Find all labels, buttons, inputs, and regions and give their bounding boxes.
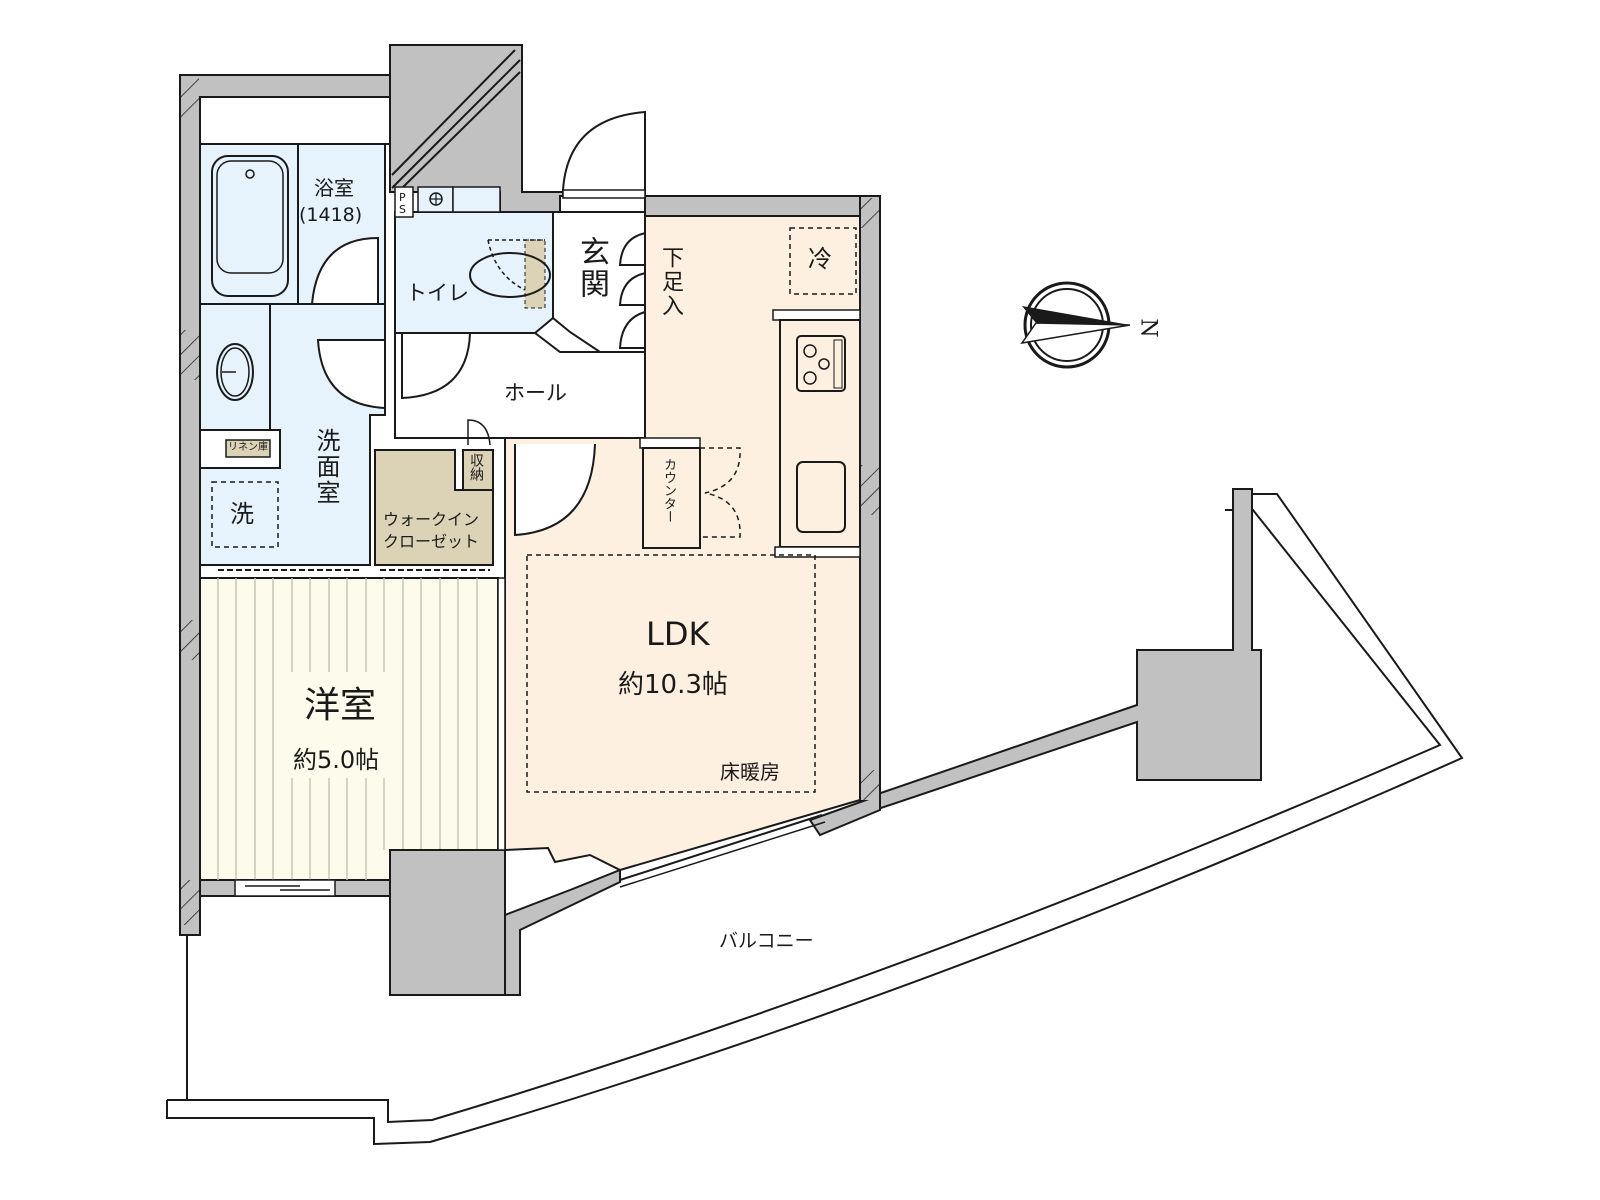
bathroom-size: (1418) — [299, 204, 363, 226]
toilet-door[interactable] — [401, 332, 471, 400]
linen-label: リネン庫 — [228, 442, 268, 453]
bathroom-label: 浴室 — [314, 176, 354, 200]
balcony-outline — [166, 493, 1464, 1146]
laundry-space — [211, 481, 279, 548]
ldk-size: 約10.3帖 — [618, 670, 728, 700]
washbasin-icon — [216, 343, 254, 401]
kitchen-counter — [779, 319, 861, 548]
ldk-label: LDK — [646, 615, 710, 653]
front-door[interactable] — [562, 110, 646, 196]
toilet-label: トイレ — [406, 281, 469, 305]
floor-heating-label: 床暖房 — [720, 760, 780, 784]
western-room-window — [234, 879, 336, 897]
laundry-label: 洗 — [230, 500, 254, 528]
compass-north-label: N — [1135, 318, 1161, 338]
entrance-label: 玄関 — [574, 236, 609, 300]
linen-cabinet — [225, 439, 271, 458]
storage-closet — [462, 449, 494, 491]
floor-heating-area — [526, 554, 816, 793]
washroom-door[interactable] — [316, 339, 386, 410]
western-room-label: 洋室 — [304, 685, 377, 726]
shoe-cabinet-label: 下足入 — [658, 246, 683, 318]
refrigerator-label: 冷 — [808, 245, 832, 273]
western-room-floor — [199, 577, 499, 881]
compass-north-icon — [1020, 281, 1131, 369]
walk-in-closet-line2: クローゼット — [383, 532, 480, 551]
left-wall — [179, 74, 201, 936]
pipe-space — [394, 186, 414, 218]
counter-label: カウンター — [661, 458, 676, 523]
top-wall — [179, 74, 391, 98]
storage-label: 収納 — [468, 453, 484, 481]
top-right-wall — [644, 195, 876, 217]
western-room-size: 約5.0帖 — [293, 746, 380, 774]
toilet-floor — [394, 211, 554, 334]
flooring-lines — [217, 578, 478, 880]
walk-in-closet-line1: ウォークイン — [383, 510, 480, 529]
hall-label: ホール — [504, 381, 567, 405]
toilet-icon — [469, 252, 551, 298]
refrigerator-space — [789, 227, 857, 295]
washroom-label: 洗面室 — [312, 428, 340, 506]
balcony-pillar — [874, 488, 1262, 812]
stove-icon — [796, 335, 846, 392]
balcony-label: バルコニー — [719, 930, 814, 952]
sink-icon — [796, 461, 846, 533]
dining-counter — [642, 447, 701, 549]
pipe-space-s: S — [399, 203, 406, 216]
pipe-space-p: P — [399, 191, 406, 204]
ldk-door[interactable] — [514, 443, 596, 537]
bathtub-icon — [211, 155, 289, 297]
